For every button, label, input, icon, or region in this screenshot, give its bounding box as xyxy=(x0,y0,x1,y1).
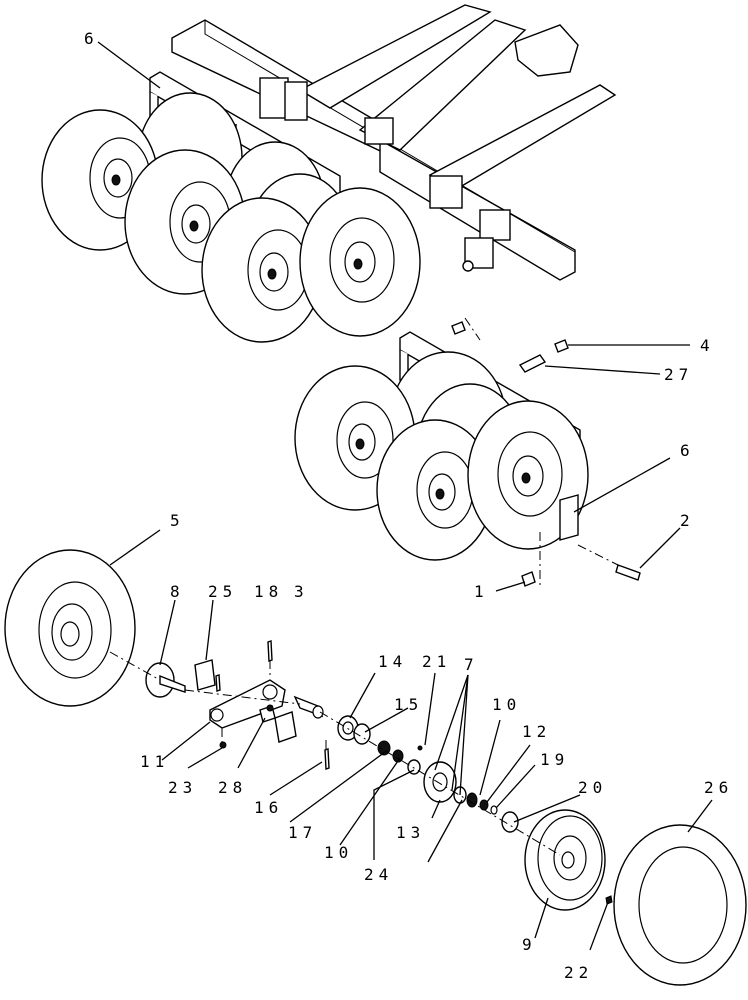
callout-8: 8 xyxy=(170,582,185,601)
callout-7: 7 xyxy=(464,655,479,674)
callout-9: 9 xyxy=(522,935,537,954)
callout-5: 5 xyxy=(170,511,185,530)
callout-19: 19 xyxy=(540,750,569,769)
washer-15 xyxy=(353,723,371,745)
callout-2: 2 xyxy=(680,511,695,530)
callout-27: 27 xyxy=(664,365,693,384)
callout-12: 12 xyxy=(522,722,551,741)
callout-15: 15 xyxy=(394,695,423,714)
pivot-pin-27 xyxy=(518,354,547,373)
cap-20 xyxy=(501,811,519,833)
callout-18: 18 xyxy=(254,582,283,601)
rim-9 xyxy=(524,809,606,911)
callout-4: 4 xyxy=(700,336,715,355)
callout-11: 11 xyxy=(140,752,169,771)
pin-19 xyxy=(490,805,498,815)
callout-6-top: 6 xyxy=(84,29,99,48)
wheel-top-front-2 xyxy=(299,187,421,337)
spindle-8 xyxy=(145,662,186,698)
tire-5 xyxy=(4,549,136,707)
bolt-2 xyxy=(615,564,641,581)
callout-26: 26 xyxy=(704,778,733,797)
nut-top xyxy=(451,321,466,335)
callout-21: 21 xyxy=(422,652,451,671)
callout-10-a: 10 xyxy=(492,695,521,714)
nut-4 xyxy=(554,339,569,353)
top-wheel-group xyxy=(41,92,421,343)
callout-17: 17 xyxy=(288,823,317,842)
plate-25b xyxy=(274,711,297,743)
wheel-mid-front-2 xyxy=(467,400,589,550)
callout-20: 20 xyxy=(578,778,607,797)
hub-13 xyxy=(423,761,457,803)
callout-10-b: 10 xyxy=(324,843,353,862)
callout-24: 24 xyxy=(364,865,393,884)
callout-25: 25 xyxy=(208,582,237,601)
callout-22: 22 xyxy=(564,963,593,982)
frame-assembly xyxy=(149,4,617,281)
callout-1: 1 xyxy=(474,582,489,601)
pin-3 xyxy=(293,695,324,719)
plate-25 xyxy=(194,659,216,691)
callout-16: 16 xyxy=(254,798,283,817)
pin-16 xyxy=(324,748,330,770)
callout-13: 13 xyxy=(396,823,425,842)
callout-23: 23 xyxy=(168,778,197,797)
callout-14: 14 xyxy=(378,652,407,671)
tire-26 xyxy=(613,824,747,986)
bolt-18 xyxy=(267,640,273,662)
callout-6-mid: 6 xyxy=(680,441,695,460)
grease-21 xyxy=(417,745,423,751)
valve-22 xyxy=(605,895,613,905)
callout-28: 28 xyxy=(218,778,247,797)
mid-wheel-group xyxy=(294,321,641,587)
arm-11 xyxy=(209,679,286,729)
nut-1 xyxy=(521,571,536,587)
callout-3: 3 xyxy=(294,582,309,601)
leader-lines xyxy=(97,41,713,951)
ring-24 xyxy=(407,759,421,775)
callout-labels: 6 4 27 6 2 1 5 8 25 18 3 14 21 7 11 15 1… xyxy=(84,29,733,982)
